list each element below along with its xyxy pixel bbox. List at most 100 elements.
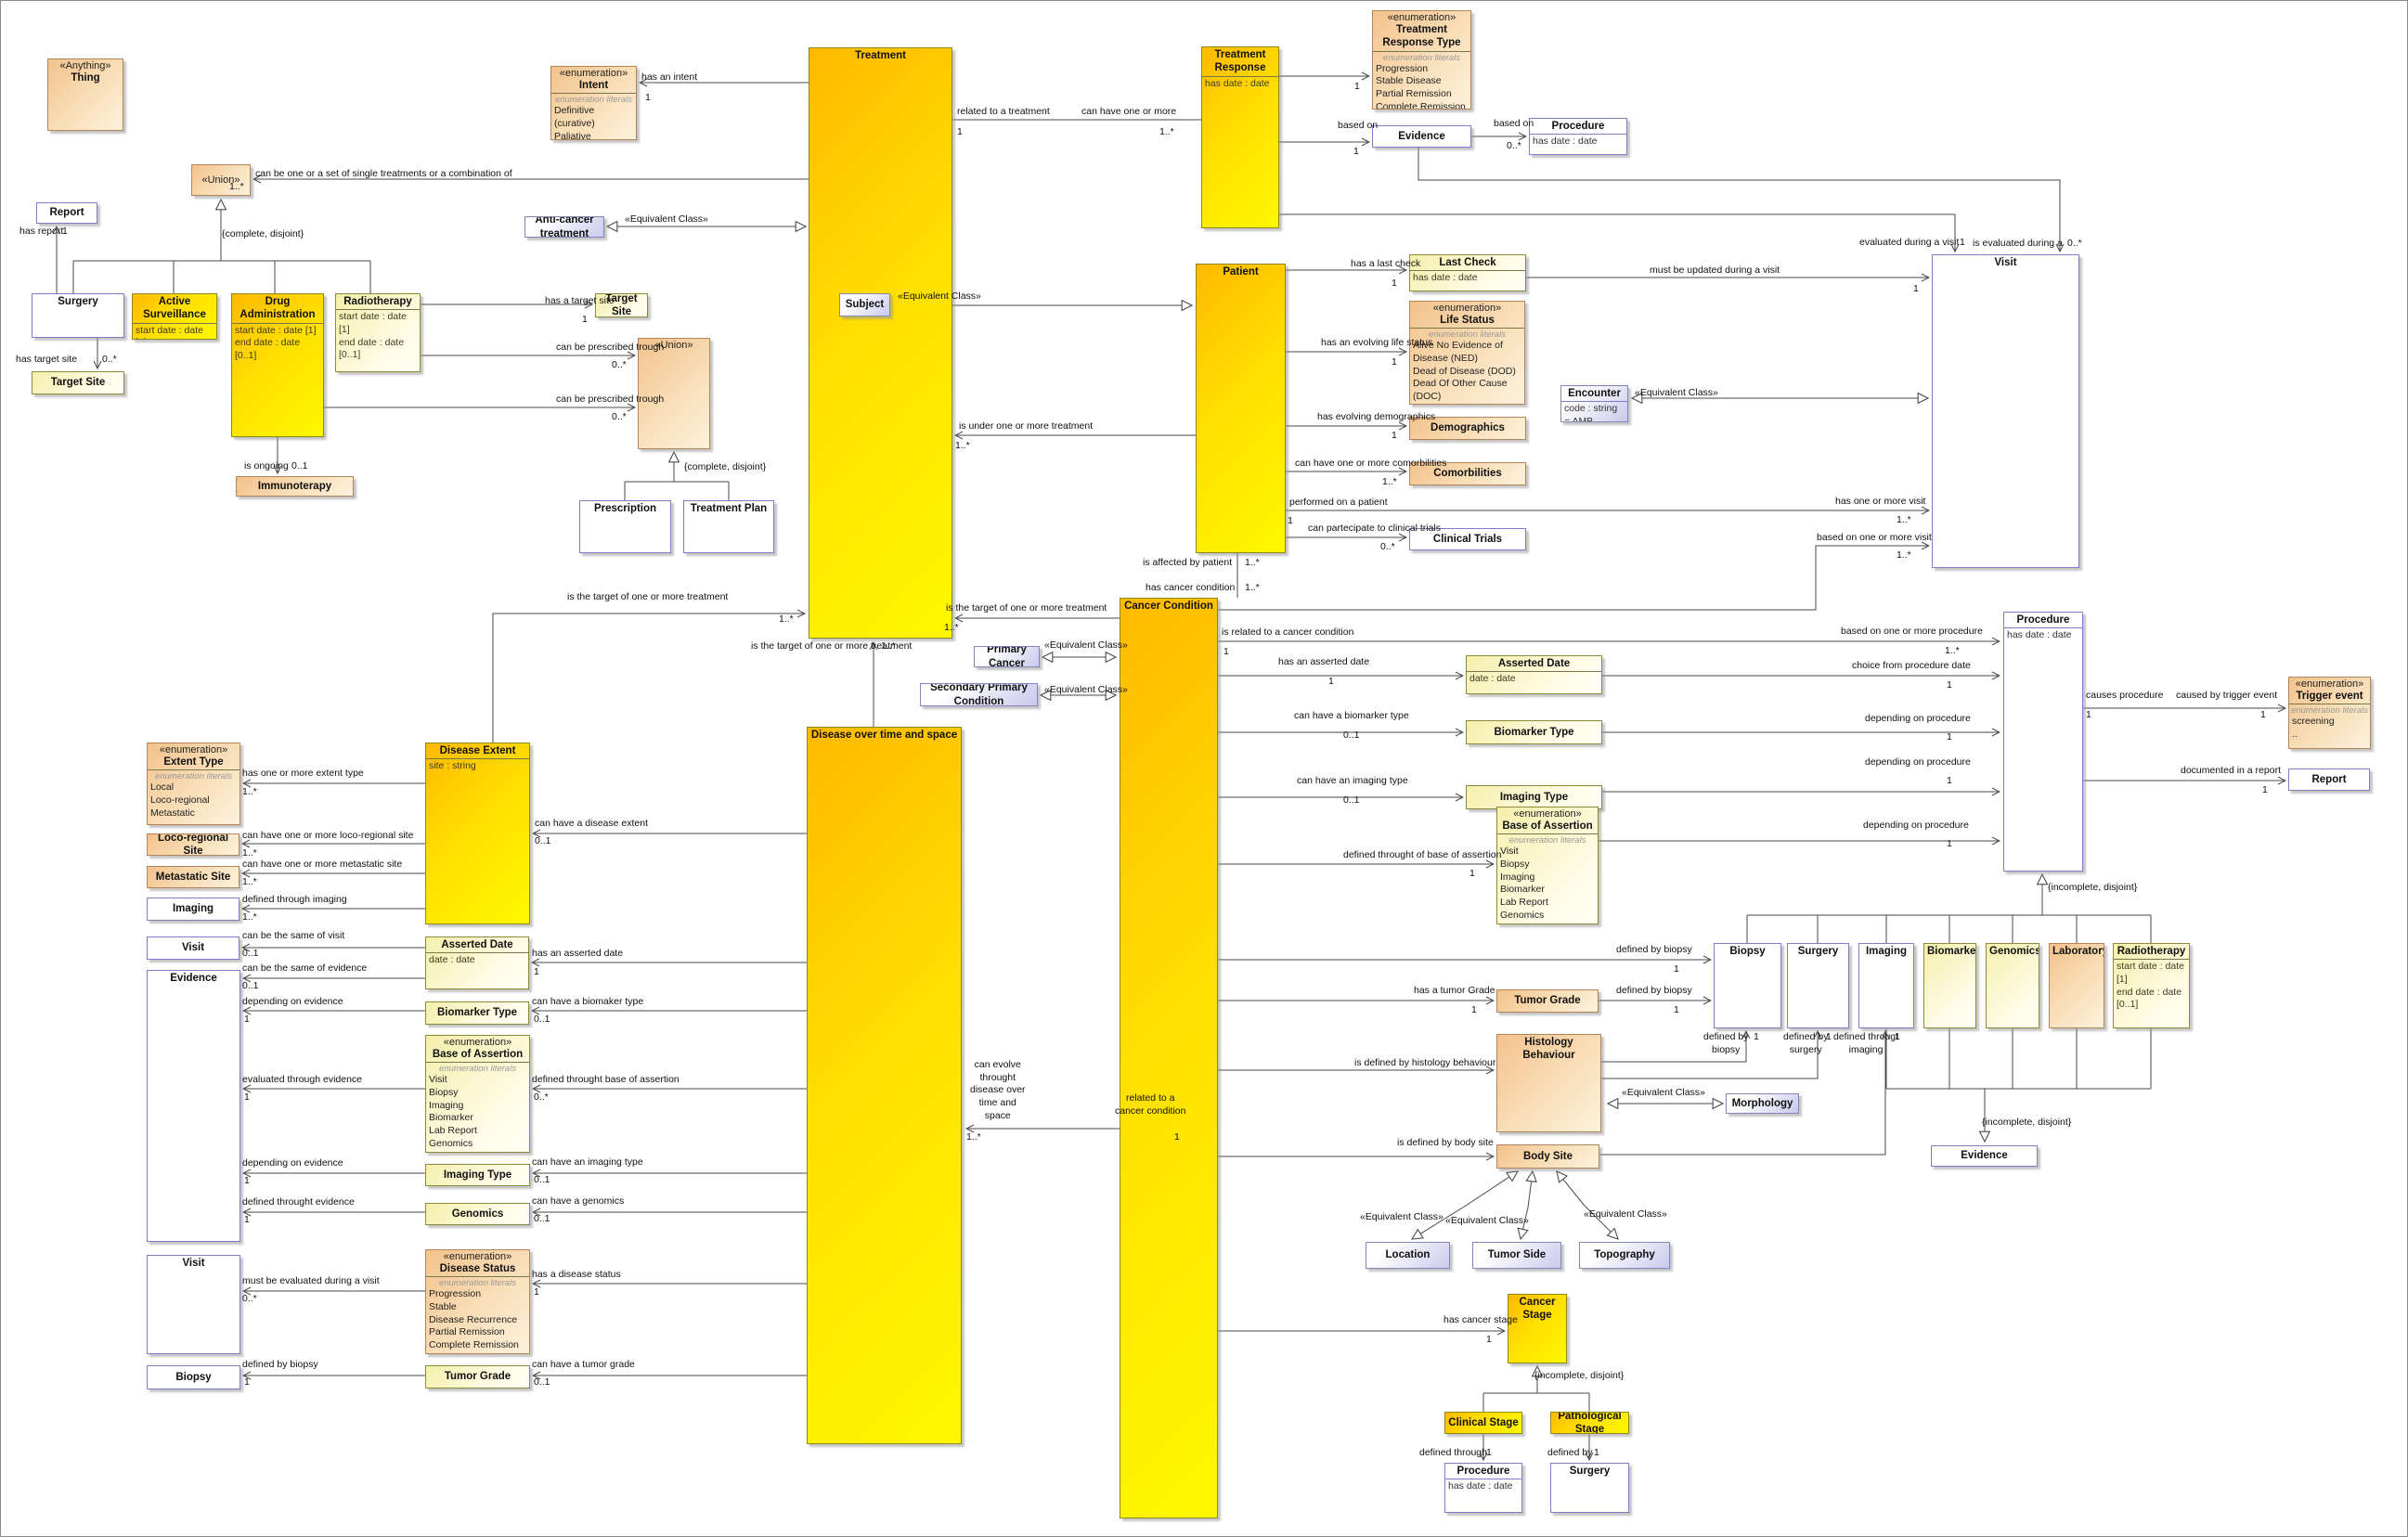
- node-anti-cancer-treatment[interactable]: Anti-cancer treatment: [524, 216, 604, 238]
- node-topography[interactable]: Topography: [1579, 1242, 1670, 1269]
- node-tumor-grade-left[interactable]: Tumor Grade: [425, 1365, 530, 1388]
- node-head-asserted-date-right: Asserted Date: [1467, 656, 1601, 671]
- node-evidence-top[interactable]: Evidence: [1372, 125, 1471, 148]
- node-body-site[interactable]: Body Site: [1496, 1144, 1599, 1169]
- node-cancer-stage[interactable]: Cancer Stage: [1508, 1294, 1567, 1363]
- edge-label: based on: [1494, 118, 1534, 129]
- node-genomics-child[interactable]: Genomics: [1986, 943, 2039, 1028]
- edge-label: is defined by body site: [1397, 1137, 1494, 1148]
- literals-header: enumeration literals: [426, 1062, 529, 1074]
- literal: Dead of Disease (DOD): [1413, 365, 1516, 377]
- node-surgery-bottom[interactable]: Surgery: [1550, 1463, 1629, 1513]
- node-genomics-left[interactable]: Genomics: [425, 1203, 530, 1225]
- node-pathological-stage[interactable]: Pathological Stage: [1550, 1412, 1629, 1434]
- node-head-tumor-grade-right: Tumor Grade: [1497, 993, 1598, 1008]
- node-head-encounter: Encounter: [1561, 386, 1627, 401]
- node-biopsy-child[interactable]: Biopsy: [1714, 943, 1781, 1028]
- node-biomarker-child[interactable]: Biomarker: [1923, 943, 1976, 1028]
- literal: Stable Disease: [1376, 75, 1442, 87]
- node-report-left[interactable]: Report: [36, 202, 97, 224]
- node-disease-over-time-space[interactable]: Disease over time and space: [807, 727, 962, 1444]
- node-laboratory-child[interactable]: Laboratory: [2049, 943, 2104, 1028]
- node-union-treatments[interactable]: «Union»: [191, 164, 251, 196]
- node-head-treatment-plan: Treatment Plan: [684, 501, 773, 516]
- node-comorbilities[interactable]: Comorbilities: [1409, 462, 1526, 485]
- node-histology-behaviour[interactable]: Histology Behaviour: [1496, 1034, 1601, 1132]
- node-head-demographics: Demographics: [1410, 420, 1525, 435]
- node-imaging-child[interactable]: Imaging: [1858, 943, 1914, 1028]
- node-target-site-right[interactable]: Target Site: [595, 293, 648, 317]
- node-metastatic-site[interactable]: Metastatic Site: [147, 866, 240, 888]
- literals-header: enumeration literals: [1410, 328, 1524, 340]
- node-title: Topography: [1594, 1249, 1655, 1261]
- node-title: Prescription: [593, 503, 657, 514]
- node-biomarker-type-right[interactable]: Biomarker Type: [1466, 720, 1602, 744]
- node-title: Visit: [1994, 257, 2017, 268]
- node-primary-cancer[interactable]: Primary Cancer: [974, 646, 1040, 667]
- node-title: Asserted Date: [441, 939, 513, 950]
- node-subject[interactable]: Subject: [839, 293, 890, 316]
- node-evidence-left[interactable]: Evidence: [147, 970, 240, 1242]
- node-union-prescribed[interactable]: «Union»: [638, 338, 710, 449]
- node-evidence-bottom[interactable]: Evidence: [1931, 1145, 2038, 1167]
- node-clinical-stage[interactable]: Clinical Stage: [1444, 1412, 1522, 1434]
- node-morphology[interactable]: Morphology: [1726, 1093, 1799, 1114]
- node-treatment[interactable]: Treatment: [809, 47, 952, 639]
- node-title: Imaging: [172, 903, 214, 915]
- node-biopsy-left[interactable]: Biopsy: [147, 1365, 240, 1389]
- node-visit-left-2[interactable]: Visit: [147, 1255, 240, 1354]
- node-thing[interactable]: «Anything»Thing: [47, 58, 123, 131]
- node-location[interactable]: Location: [1366, 1242, 1450, 1269]
- node-patient[interactable]: Patient: [1196, 264, 1286, 553]
- node-biomarker-type-left[interactable]: Biomarker Type: [425, 1001, 529, 1025]
- node-secondary-primary-condition[interactable]: Secondary Primary Condition: [920, 683, 1038, 706]
- edge-label: 1: [1471, 1004, 1477, 1015]
- node-visit-left-1[interactable]: Visit: [147, 936, 240, 960]
- node-clinical-trials[interactable]: Clinical Trials: [1409, 528, 1526, 550]
- node-imaging-type-left[interactable]: Imaging Type: [425, 1164, 530, 1186]
- node-report-right[interactable]: Report: [2288, 768, 2370, 791]
- node-target-site-left[interactable]: Target Site: [32, 371, 124, 394]
- node-visit-right[interactable]: Visit: [1932, 254, 2079, 568]
- node-prescription[interactable]: Prescription: [579, 500, 671, 553]
- literal: Lab Report: [1500, 896, 1548, 908]
- node-immunoterapy[interactable]: Immunoterapy: [236, 476, 354, 497]
- node-demographics[interactable]: Demographics: [1409, 417, 1526, 440]
- node-imaging-left[interactable]: Imaging: [147, 898, 240, 921]
- node-title: Demographics: [1431, 422, 1505, 434]
- node-surgery-left[interactable]: Surgery: [32, 293, 124, 338]
- node-cancer-condition[interactable]: Cancer Condition: [1120, 598, 1218, 1518]
- node-head-target-site-right: Target Site: [596, 294, 647, 316]
- node-head-procedure-top: Procedure: [1530, 119, 1626, 134]
- node-loco-regional-site[interactable]: Loco-regional Site: [147, 833, 240, 856]
- edge-label: defined throught base of assertion: [532, 1074, 680, 1085]
- node-treatment-plan[interactable]: Treatment Plan: [683, 500, 774, 553]
- node-head-tumor-grade-left: Tumor Grade: [426, 1369, 529, 1384]
- node-surgery-child[interactable]: Surgery: [1787, 943, 1849, 1028]
- node-tumor-side[interactable]: Tumor Side: [1472, 1242, 1561, 1269]
- node-tumor-grade-right[interactable]: Tumor Grade: [1496, 989, 1599, 1013]
- node-head-genomics-child: Genomics: [1987, 944, 2039, 959]
